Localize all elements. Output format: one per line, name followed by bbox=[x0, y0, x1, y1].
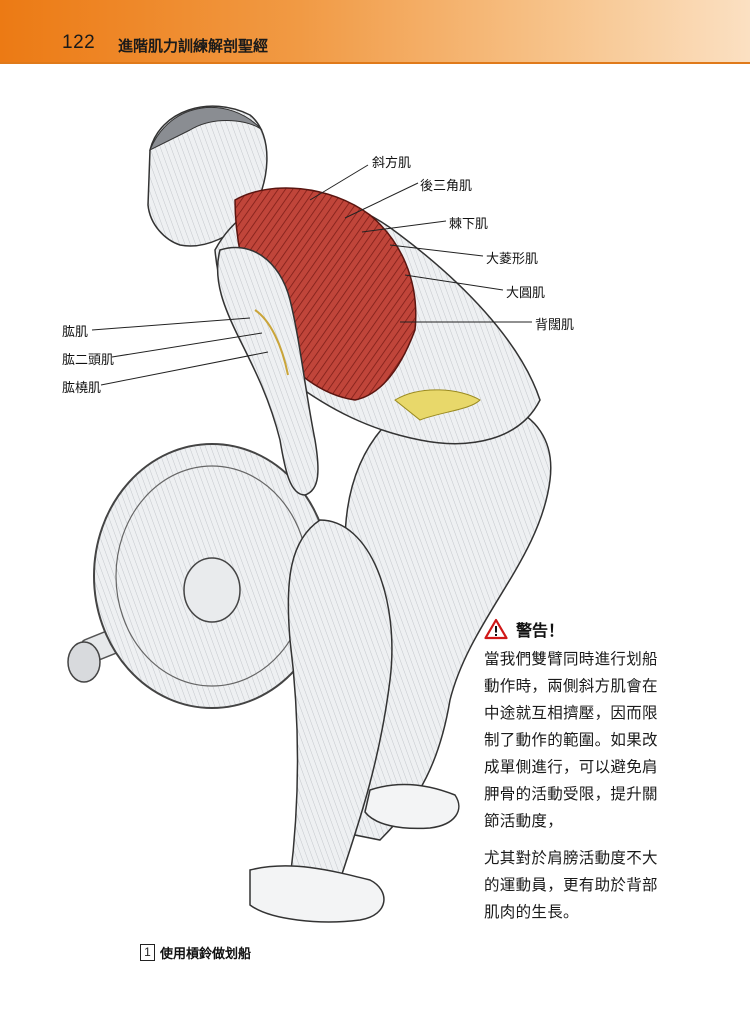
warning-line: 尤其對於肩膀活動度不大 bbox=[484, 849, 658, 867]
page-header: 122 進階肌力訓練解剖聖經 bbox=[0, 0, 750, 64]
label-posterior-deltoid: 後三角肌 bbox=[420, 179, 473, 194]
label-trapezius: 斜方肌 bbox=[372, 156, 412, 171]
caption-number: 1 bbox=[140, 944, 155, 961]
label-latissimus-dorsi: 背闊肌 bbox=[535, 318, 575, 333]
label-brachialis: 肱肌 bbox=[62, 325, 89, 340]
label-biceps: 肱二頭肌 bbox=[62, 353, 115, 368]
warning-paragraph-2: 尤其對於肩膀活動度不大 的運動員，更有助於背部 肌肉的生長。 bbox=[484, 845, 684, 926]
warning-line: 中途就互相擠壓，因而限 bbox=[484, 704, 658, 722]
warning-box: 警告！ 當我們雙臂同時進行划船 動作時，兩側斜方肌會在 中途就互相擠壓，因而限 … bbox=[484, 616, 684, 926]
label-rhomboid-major: 大菱形肌 bbox=[486, 252, 539, 267]
caption-text: 使用槓鈴做划船 bbox=[160, 947, 252, 962]
warning-line: 制了動作的範圍。如果改 bbox=[484, 731, 658, 749]
anatomy-illustration bbox=[67, 105, 552, 923]
warning-line: 節活動度， bbox=[484, 812, 564, 830]
arm bbox=[216, 246, 319, 496]
header-rule bbox=[0, 62, 750, 64]
label-teres-major: 大圓肌 bbox=[506, 286, 546, 301]
warning-triangle-icon bbox=[484, 618, 508, 640]
leader-lines bbox=[91, 164, 532, 386]
warning-title: 警告！ bbox=[516, 621, 565, 640]
page-number: 122 bbox=[62, 32, 96, 53]
label-brachioradialis: 肱橈肌 bbox=[62, 381, 102, 396]
warning-line: 肌肉的生長。 bbox=[484, 903, 579, 921]
warning-line: 成單側進行，可以避免肩 bbox=[484, 758, 658, 776]
warning-line: 動作時，兩側斜方肌會在 bbox=[484, 677, 658, 695]
figure-caption: 1 使用槓鈴做划船 bbox=[140, 943, 251, 962]
label-infraspinatus: 棘下肌 bbox=[449, 217, 489, 232]
book-title: 進階肌力訓練解剖聖經 bbox=[118, 37, 269, 55]
warning-line: 胛骨的活動受限，提升關 bbox=[484, 785, 658, 803]
legs bbox=[249, 399, 552, 923]
warning-line: 的運動員，更有助於背部 bbox=[484, 876, 658, 894]
warning-paragraph-1: 當我們雙臂同時進行划船 動作時，兩側斜方肌會在 中途就互相擠壓，因而限 制了動作… bbox=[484, 646, 684, 835]
warning-line: 當我們雙臂同時進行划船 bbox=[484, 650, 658, 668]
